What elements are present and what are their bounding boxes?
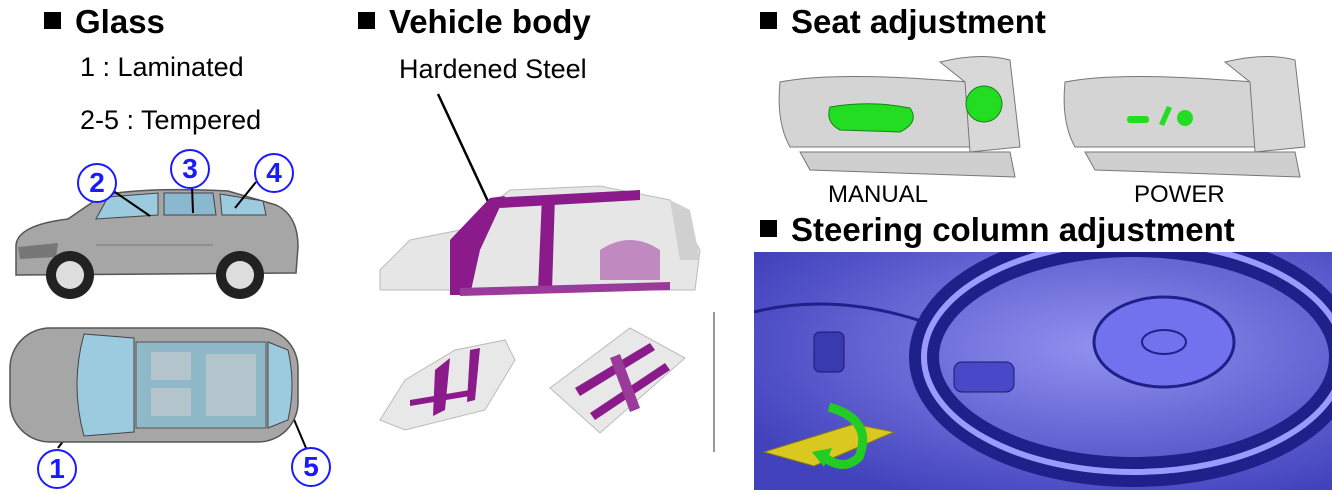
bullet-icon [760,12,777,29]
body-in-white-iso-image [379,339,516,431]
steering-column-image [754,252,1332,490]
callout-4: 4 [254,153,294,193]
power-seat-image [1063,55,1306,178]
glass-laminated-label: 1 : Laminated [80,52,244,82]
glass-heading: Glass [44,4,165,40]
glass-heading-text: Glass [75,3,165,40]
vehicle-body-heading: Vehicle body [358,4,591,40]
glass-tempered-label: 2-5 : Tempered [80,105,262,135]
steering-column-heading: Steering column adjustment [760,212,1235,248]
car-side-view-image [8,185,303,305]
body-in-white-side-image [379,93,701,296]
seat-adjustment-heading: Seat adjustment [760,4,1046,40]
manual-seat-image [778,55,1021,178]
bullet-icon [358,12,375,29]
callout-3: 3 [170,149,210,189]
vehicle-body-heading-text: Vehicle body [389,3,591,40]
car-top-view-image [6,322,302,448]
section-divider [713,312,715,452]
underbody-frame-image [549,327,686,434]
callout-2: 2 [77,163,117,203]
seat-adjustment-heading-text: Seat adjustment [791,3,1046,40]
bullet-icon [760,220,777,237]
callout-5: 5 [291,447,331,487]
manual-seat-label: MANUAL [828,181,929,208]
callout-1: 1 [37,449,77,489]
hardened-steel-label: Hardened Steel [399,54,587,84]
power-seat-label: POWER [1134,181,1225,208]
steering-column-heading-text: Steering column adjustment [791,211,1235,248]
bullet-icon [44,12,61,29]
